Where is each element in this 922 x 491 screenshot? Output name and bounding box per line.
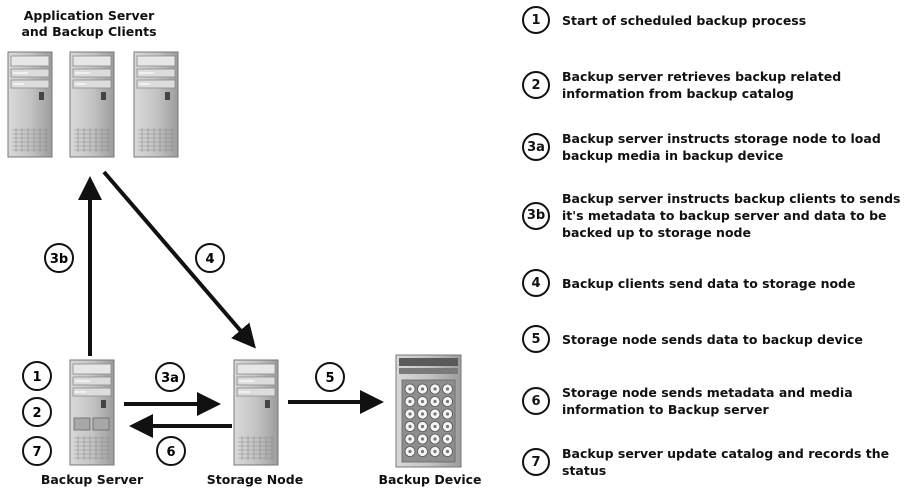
- server-badge-2: 2: [22, 397, 52, 427]
- backup-server: [69, 359, 115, 466]
- app-server-title-line1: Application Server: [23, 8, 155, 23]
- tape-disc-hub: [420, 399, 425, 404]
- tape-disc-hub: [433, 412, 437, 416]
- step-6: 6 Storage node sends metadata and media …: [522, 384, 912, 418]
- tape-disc-hub: [420, 449, 425, 454]
- app-server-1: [7, 51, 53, 158]
- badge-5: 5: [315, 362, 345, 392]
- step-number: 5: [522, 325, 550, 353]
- tape-disc-hub: [445, 412, 450, 416]
- svg-text:2: 2: [32, 406, 41, 421]
- storage-node-label: Storage Node: [206, 472, 304, 487]
- app-server-title: Application Server and Backup Clients: [0, 8, 178, 40]
- backup-flow-diagram: 3b 4 3a 5 6 1 2 7: [7, 51, 462, 468]
- step-4: 4 Backup clients send data to storage no…: [522, 269, 912, 297]
- tape-disc-hub: [445, 437, 450, 441]
- step-number: 7: [522, 448, 550, 476]
- step-2: 2 Backup server retrieves backup related…: [522, 68, 912, 102]
- tape-disc-hub: [445, 387, 450, 391]
- tape-disc-hub: [408, 412, 412, 416]
- tape-disc-hub: [408, 387, 412, 391]
- tape-disc-hub: [420, 412, 425, 416]
- tape-disc-hub: [445, 449, 450, 454]
- app-server-3: [133, 51, 179, 158]
- tape-disc-hub: [408, 399, 412, 404]
- tape-disc-hub: [445, 399, 450, 404]
- server-badge-1: 1: [22, 361, 52, 391]
- tape-disc-hub: [433, 449, 437, 454]
- tape-disc-hub: [408, 437, 412, 441]
- tape-disc-hub: [433, 399, 437, 404]
- tape-disc-hub: [433, 424, 437, 429]
- svg-text:5: 5: [325, 371, 334, 386]
- step-3b: 3b Backup server instructs backup client…: [522, 190, 912, 241]
- tape-disc-hub: [433, 387, 437, 391]
- step-description: Backup server update catalog and records…: [562, 446, 890, 478]
- step-description: Backup server instructs storage node to …: [562, 131, 881, 163]
- app-server-title-line2: and Backup Clients: [21, 24, 157, 39]
- badge-3a: 3a: [155, 362, 185, 392]
- backup-server-label: Backup Server: [40, 472, 144, 487]
- step-3a: 3a Backup server instructs storage node …: [522, 130, 912, 164]
- svg-text:6: 6: [166, 445, 175, 460]
- backup-device: [395, 354, 462, 468]
- step-1: 1 Start of scheduled backup process: [522, 6, 912, 34]
- badge-3b: 3b: [44, 243, 74, 273]
- arrow-4: [102, 170, 256, 349]
- app-server-2: [69, 51, 115, 158]
- svg-text:4: 4: [205, 252, 214, 267]
- tape-disc-hub: [420, 387, 425, 391]
- steps-legend: 1 Start of scheduled backup process 2 Ba…: [522, 0, 922, 491]
- step-description: Backup server instructs backup clients t…: [562, 191, 901, 240]
- step-number: 4: [522, 269, 550, 297]
- step-description: Storage node sends metadata and media in…: [562, 385, 853, 417]
- tape-disc-hub: [420, 437, 425, 441]
- svg-text:3a: 3a: [161, 371, 179, 386]
- svg-text:1: 1: [32, 370, 41, 385]
- svg-text:7: 7: [32, 445, 41, 460]
- tape-disc-hub: [445, 424, 450, 429]
- step-description: Backup server retrieves backup related i…: [562, 69, 842, 101]
- badge-4: 4: [195, 243, 225, 273]
- step-number: 1: [522, 6, 550, 34]
- tape-disc-hub: [408, 424, 412, 429]
- tape-disc-hub: [408, 449, 412, 454]
- server-badge-7: 7: [22, 436, 52, 466]
- step-number: 2: [522, 71, 550, 99]
- step-number: 6: [522, 387, 550, 415]
- storage-node: [233, 359, 279, 466]
- svg-text:3b: 3b: [50, 252, 68, 267]
- step-7: 7 Backup server update catalog and recor…: [522, 445, 912, 479]
- badge-6: 6: [156, 436, 186, 466]
- step-description: Backup clients send data to storage node: [562, 275, 856, 291]
- step-5: 5 Storage node sends data to backup devi…: [522, 325, 912, 353]
- tape-disc-hub: [420, 424, 425, 429]
- step-description: Start of scheduled backup process: [562, 12, 807, 28]
- step-description: Storage node sends data to backup device: [562, 331, 863, 347]
- backup-device-label: Backup Device: [378, 472, 482, 487]
- step-number: 3a: [522, 133, 550, 161]
- tape-disc-hub: [433, 437, 437, 441]
- step-number: 3b: [522, 201, 550, 230]
